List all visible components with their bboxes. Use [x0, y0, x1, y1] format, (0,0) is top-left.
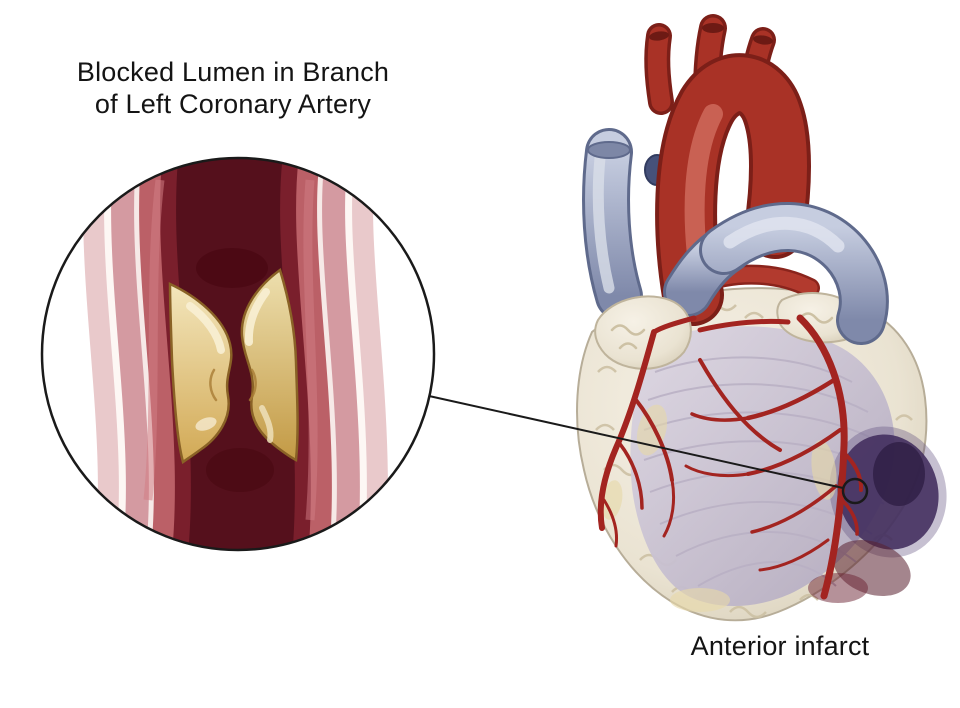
heart-illustration	[576, 14, 947, 622]
plaque-highlight-blob	[195, 417, 217, 431]
inset-title: Blocked Lumen in Branch of Left Coronary…	[26, 56, 440, 121]
ischemic-patch-lower	[808, 573, 868, 603]
plaque-highlights	[186, 288, 274, 443]
great-vessels	[582, 14, 889, 370]
left-coronary-artery	[597, 329, 657, 531]
artery-cross-section	[42, 158, 434, 550]
thrombus-top	[196, 248, 268, 288]
infarct-dark-center	[873, 442, 925, 506]
anterior-infarct-label: Anterior infarct	[690, 631, 870, 661]
lumen	[176, 158, 295, 550]
target-circle	[841, 477, 869, 505]
thrombus-bottom	[206, 448, 274, 492]
inset-title-line2: of Left Coronary Artery	[94, 89, 372, 120]
pulmonary-highlight	[723, 216, 845, 253]
inset-circle-outline	[40, 156, 436, 552]
svc-opening	[587, 141, 631, 159]
superior-vena-cava	[585, 131, 640, 317]
vessel-wall-layers	[83, 158, 388, 550]
left-ear-texture-2	[618, 342, 638, 350]
right-lobe-texture	[798, 312, 834, 324]
infarct-region	[808, 426, 947, 603]
left-ear-texture	[610, 324, 646, 336]
lad-artery	[796, 314, 848, 600]
inset-magnified-view	[40, 156, 436, 552]
connector-line	[428, 395, 844, 489]
svc-highlight	[592, 152, 615, 294]
coronary-arteries	[597, 314, 864, 600]
inset-title-line1: Blocked Lumen in Branch	[76, 57, 390, 87]
